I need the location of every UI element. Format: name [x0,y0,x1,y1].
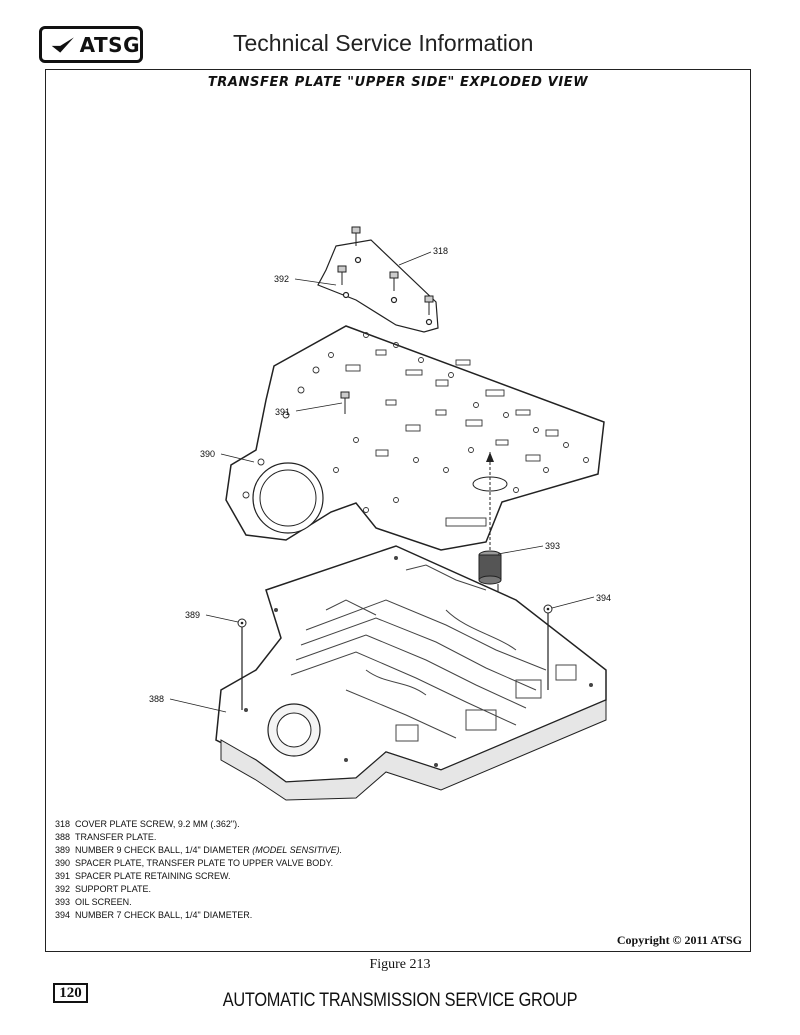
figure-label: Figure 213 [369,957,431,972]
exploded-view-diagram: 318 392 391 390 393 394 389 388 [149,226,611,801]
callout-392: 392 [274,274,289,284]
callout-393: 393 [545,541,560,551]
oil-screen [478,450,502,594]
retaining-screw [340,391,350,414]
callout-394: 394 [596,593,611,603]
logo-text: ATSG [79,32,140,57]
atsg-logo: ATSG [39,26,143,63]
leader-lines [169,251,595,713]
check-ball-389 [237,618,247,710]
page-number: 120 [53,983,88,1003]
transfer-plate [215,545,607,801]
figure-frame: TRANSFER PLATE "UPPER SIDE" EXPLODED VIE… [45,69,751,952]
cover-plate-screws [337,226,434,315]
support-plate [317,239,439,333]
callout-388: 388 [149,694,164,704]
footer-title: AUTOMATIC TRANSMISSION SERVICE GROUP [222,990,578,1011]
check-ball-394 [543,604,553,690]
copyright-notice: Copyright © 2011 ATSG [616,933,742,947]
callout-389: 389 [185,610,200,620]
callout-391: 391 [275,407,290,417]
atsg-checkmark-icon [51,36,74,53]
spacer-plate [225,325,605,551]
callout-318: 318 [433,246,448,256]
callout-390: 390 [200,449,215,459]
figure-title: TRANSFER PLATE "UPPER SIDE" EXPLODED VIE… [207,75,589,90]
page-title: Technical Service Information [233,30,534,56]
